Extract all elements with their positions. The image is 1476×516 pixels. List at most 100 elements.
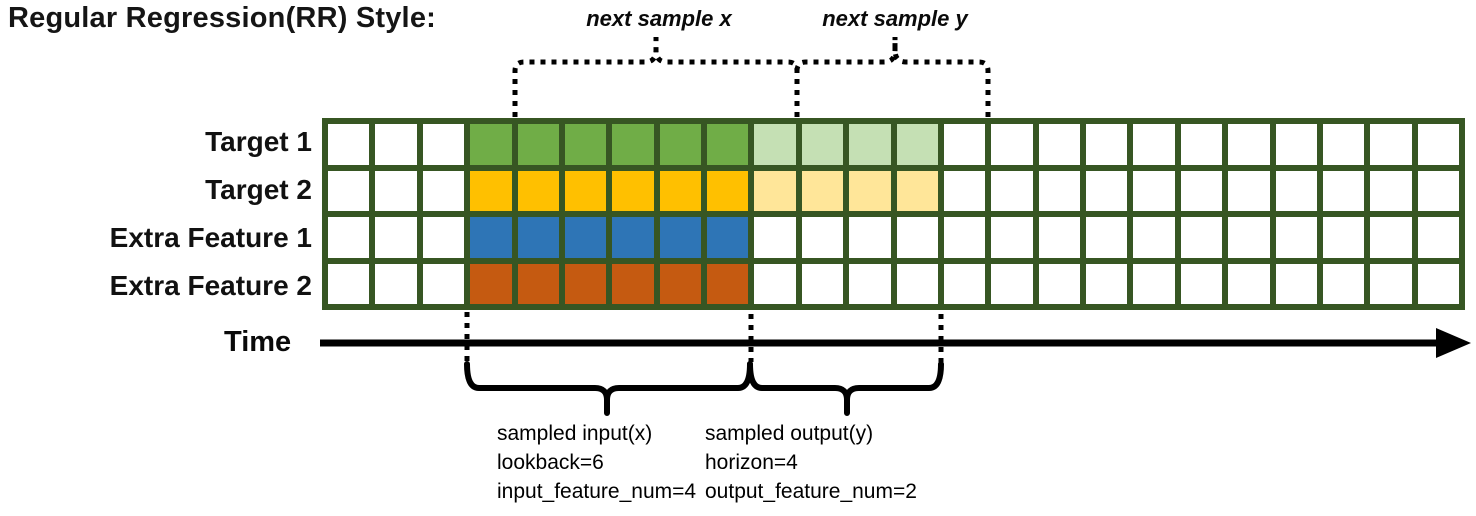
grid-cell <box>707 217 749 258</box>
grid-cell <box>1228 170 1270 211</box>
grid-cell <box>849 170 891 211</box>
callout-line: output_feature_num=2 <box>705 480 917 503</box>
callout-line: input_feature_num=4 <box>497 480 697 503</box>
callout-line: lookback=6 <box>497 451 604 474</box>
grid-cell <box>707 170 749 211</box>
grid-cell <box>991 170 1033 211</box>
grid-cell <box>1086 170 1128 211</box>
grid-cell <box>1228 124 1270 165</box>
sampled-input-brace <box>464 361 753 416</box>
grid-cell <box>1275 217 1317 258</box>
time-axis-arrow <box>320 328 1471 358</box>
grid-cell <box>375 124 417 165</box>
grid-cell <box>1180 263 1223 304</box>
grid-cell <box>375 217 417 258</box>
grid-cell <box>1086 217 1128 258</box>
grid-cell <box>1322 124 1365 165</box>
annotation-next-sample-x: next sample x <box>586 6 732 31</box>
grid-cell <box>1133 124 1175 165</box>
grid-cell <box>328 170 370 211</box>
grid-cell <box>754 170 796 211</box>
grid-cell <box>1038 263 1080 304</box>
grid-cell <box>1038 124 1080 165</box>
callout-line: sampled output(y) <box>705 422 874 445</box>
grid-cell <box>1322 170 1365 211</box>
grid-cell <box>1180 170 1223 211</box>
grid-cell <box>659 124 701 165</box>
grid-cell <box>1133 217 1175 258</box>
time-axis-arrowhead <box>1436 328 1471 358</box>
grid-cell <box>1417 263 1459 304</box>
grid-cell <box>470 170 512 211</box>
grid-cell <box>1086 263 1128 304</box>
row-label: Target 1 <box>205 126 312 157</box>
grid-cell <box>1133 263 1175 304</box>
grid-cell <box>422 217 465 258</box>
grid-cell <box>1275 124 1317 165</box>
grid-cell <box>422 170 465 211</box>
grid-cell <box>1370 263 1412 304</box>
grid-cell <box>943 217 986 258</box>
grid-cell <box>1180 217 1223 258</box>
sample-grid <box>322 118 1465 310</box>
grid-cell <box>943 170 986 211</box>
grid-cell <box>1228 263 1270 304</box>
grid-cell <box>1275 170 1317 211</box>
grid-cell <box>375 170 417 211</box>
grid-cell <box>1370 124 1412 165</box>
grid-cell <box>801 263 844 304</box>
grid-cell <box>564 170 607 211</box>
grid-cell <box>1038 217 1080 258</box>
grid-cell <box>328 124 370 165</box>
grid-cell <box>517 124 559 165</box>
grid-cell <box>564 124 607 165</box>
grid-cell <box>849 124 891 165</box>
time-axis-label: Time <box>224 326 292 358</box>
grid-cell <box>564 217 607 258</box>
grid-cell <box>896 217 938 258</box>
grid-cell <box>517 170 559 211</box>
grid-cell <box>659 170 701 211</box>
annotation-next-sample-y: next sample y <box>822 6 968 31</box>
grid-cell <box>470 124 512 165</box>
row-label: Target 2 <box>205 174 312 205</box>
grid-cell <box>1370 217 1412 258</box>
grid-cell <box>470 217 512 258</box>
grid-cell <box>375 263 417 304</box>
grid-cell <box>991 124 1033 165</box>
grid-cell <box>1180 124 1223 165</box>
grid-cell <box>707 124 749 165</box>
grid-cell <box>1370 170 1412 211</box>
grid-cell <box>328 263 370 304</box>
grid-cell <box>1417 170 1459 211</box>
grid-cell <box>943 124 986 165</box>
grid-cell <box>1228 217 1270 258</box>
next-sample-y-brace <box>794 37 991 117</box>
figure-title: Regular Regression(RR) Style: <box>8 2 436 34</box>
grid-cell <box>1275 263 1317 304</box>
row-label: Extra Feature 2 <box>109 270 312 301</box>
grid-cell <box>1038 170 1080 211</box>
grid-cell <box>754 124 796 165</box>
grid-cell <box>896 263 938 304</box>
grid-cell <box>612 217 654 258</box>
next-sample-x-brace <box>512 37 800 117</box>
grid-cell <box>849 263 891 304</box>
grid-cell <box>801 170 844 211</box>
grid-cell <box>991 217 1033 258</box>
grid-cell <box>564 263 607 304</box>
grid-cell <box>1417 217 1459 258</box>
grid-cell <box>612 124 654 165</box>
callout-sampled-output: sampled output(y) horizon=4 output_feature… <box>705 419 917 506</box>
callout-line: horizon=4 <box>705 451 798 474</box>
grid-cell <box>1322 217 1365 258</box>
grid-cell <box>517 263 559 304</box>
grid-cell <box>707 263 749 304</box>
grid-cell <box>1417 124 1459 165</box>
grid-cell <box>517 217 559 258</box>
grid-cell <box>422 263 465 304</box>
grid-cell <box>754 263 796 304</box>
